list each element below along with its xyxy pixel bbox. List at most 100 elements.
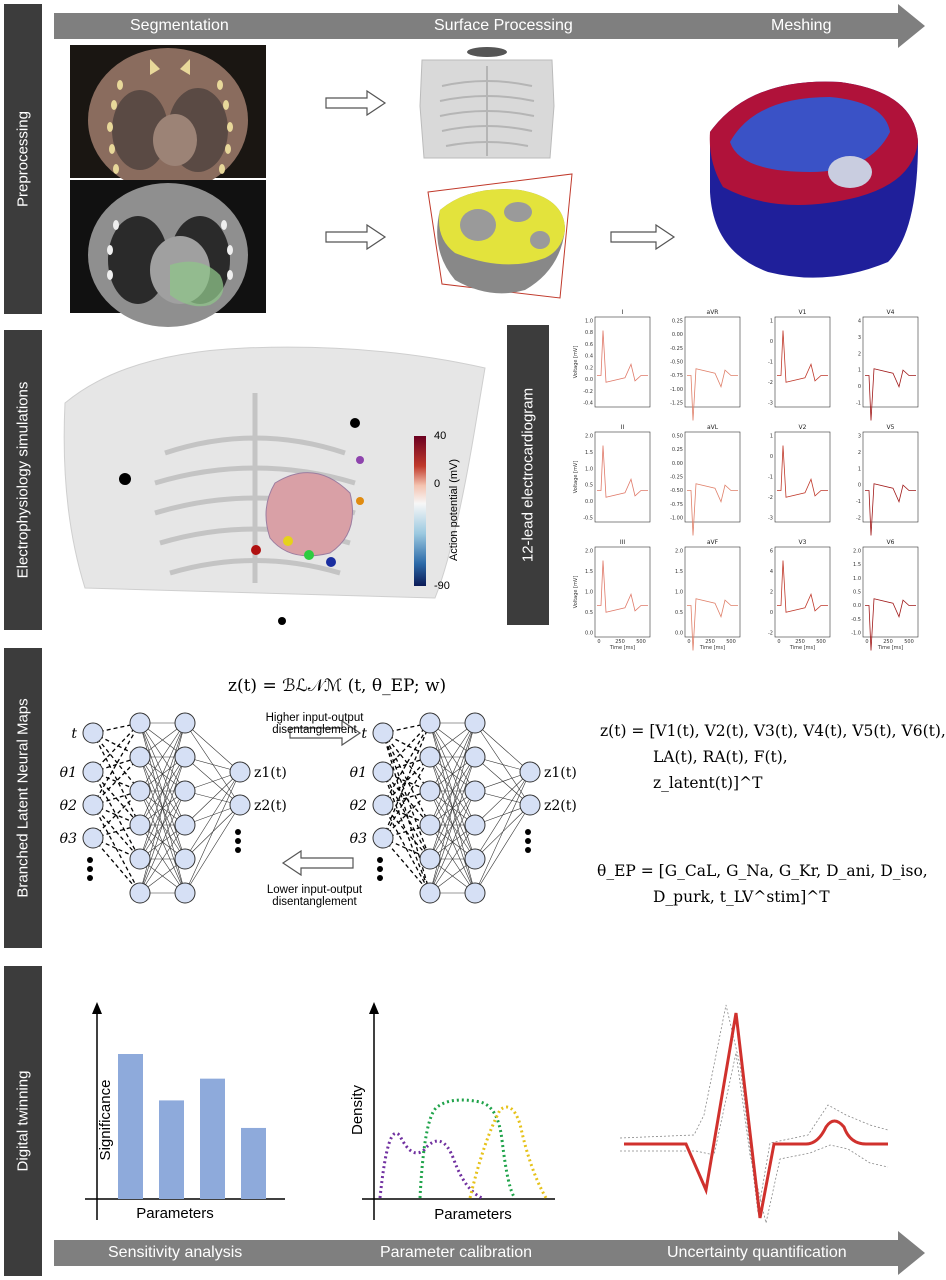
- ecg-ylabel: Voltage [mV]: [573, 576, 579, 609]
- ecg-plot-frame: [774, 316, 831, 408]
- ecg-ytick: -1.0: [851, 631, 861, 637]
- nn-hidden-node: [174, 848, 196, 870]
- nn-connection: [184, 771, 241, 860]
- ecg-ytick: -0.50: [670, 360, 683, 366]
- ecg-ytick: 1: [858, 368, 861, 374]
- upper-uncertainty-bound: [619, 1004, 889, 1214]
- nn-ellipsis-dot: [87, 866, 93, 872]
- nn-input-node: [372, 827, 394, 849]
- ecg-ytick: -0.5: [851, 617, 861, 623]
- nn-dashed-connection: [382, 756, 431, 839]
- ecg-plot-frame: [862, 316, 919, 408]
- nn-hidden-node: [129, 848, 151, 870]
- x-axis-label: Parameters: [434, 1206, 512, 1223]
- ecg-ytick: 0: [770, 454, 773, 460]
- ecg-waveform: [777, 445, 828, 498]
- z-definition-line2: LA(t), RA(t), F(t),: [653, 748, 788, 766]
- ecg-waveform: [687, 368, 738, 421]
- ecg-ytick: 1.0: [585, 466, 593, 472]
- ecg-lead-title: V2: [799, 424, 807, 431]
- significance-bar: [159, 1100, 184, 1199]
- nn-ellipsis-dot: [525, 829, 531, 835]
- nn-ellipsis-dot: [377, 875, 383, 881]
- ecg-ytick: -0.5: [583, 516, 593, 522]
- ecg-ytick: 0.0: [585, 377, 593, 383]
- nn-hidden-node: [419, 712, 441, 734]
- ecg-plot-frame: [684, 546, 741, 638]
- ecg-xtick: 250: [883, 639, 893, 645]
- nn-dashed-connection: [92, 722, 141, 806]
- ecg-ytick: -2: [768, 380, 773, 386]
- nn-hidden-node: [419, 780, 441, 802]
- colorbar-title: Action potential (mV): [448, 458, 460, 562]
- section-preprocessing: Preprocessing: [4, 4, 42, 314]
- nn-connection: [184, 771, 241, 894]
- ecg-label-box: 12-lead electrocardiogram: [507, 325, 549, 625]
- top-process-arrow: [54, 4, 925, 48]
- step-parameter-calibration: Parameter calibration: [380, 1244, 533, 1261]
- ecg-plot-frame: [774, 546, 831, 638]
- ecg-ytick: 0.25: [672, 447, 683, 453]
- ecg-ytick: 0.50: [672, 434, 683, 440]
- ecg-label: 12-lead electrocardiogram: [519, 387, 537, 563]
- arrow-right-icon: [325, 223, 387, 251]
- ecg-ytick: 1.0: [585, 319, 593, 325]
- ecg-waveform: [597, 445, 648, 498]
- ecg-waveform: [597, 330, 648, 383]
- ecg-ytick: 0.25: [672, 319, 683, 325]
- density-curve-purple: [378, 1131, 483, 1200]
- ecg-ytick: 0.4: [585, 354, 593, 360]
- ecg-lead-title: V1: [799, 309, 807, 316]
- section-label: Preprocessing: [14, 111, 32, 207]
- ecg-xtick: 250: [615, 639, 625, 645]
- ecg-lead-title: V4: [887, 309, 895, 316]
- ecg-ytick: 0.0: [675, 631, 683, 637]
- ecg-ytick: -2: [768, 495, 773, 501]
- ecg-ytick: 0.5: [853, 590, 861, 596]
- ecg-ytick: 1.5: [585, 450, 593, 456]
- nn-dashed-connection: [382, 804, 431, 894]
- nn-ellipsis-dot: [525, 838, 531, 844]
- nn-dashed-connection: [382, 732, 431, 860]
- nn-hidden-node: [464, 746, 486, 768]
- nn-hidden-node: [419, 814, 441, 836]
- colorbar-tick: 0: [434, 478, 441, 490]
- nn-input-label: θ1: [60, 765, 77, 781]
- ct-scan-grey: [70, 180, 266, 327]
- arrow-right-icon: [289, 719, 362, 747]
- nn-input-node: [82, 794, 104, 816]
- nn-connection: [474, 804, 531, 894]
- ecg-plot-frame: [684, 316, 741, 408]
- ecg-ytick: 1.5: [675, 569, 683, 575]
- ecg-ytick: 1.0: [853, 576, 861, 582]
- ecg-ytick: 0.2: [585, 365, 593, 371]
- ecg-ytick: 0.8: [585, 330, 593, 336]
- ecg-ytick: 2.0: [853, 549, 861, 555]
- ecg-xlabel: Time [ms]: [699, 645, 725, 651]
- nn-hidden-node: [129, 712, 151, 734]
- ecg-xlabel: Time [ms]: [609, 645, 635, 651]
- ecg-xtick: 250: [795, 639, 805, 645]
- nn-hidden-node: [174, 712, 196, 734]
- ecg-lead-title: V5: [887, 424, 895, 431]
- ecg-ytick: 2.0: [675, 549, 683, 555]
- arrow-right-icon: [325, 89, 387, 117]
- ecg-ytick: 1.5: [853, 562, 861, 568]
- nn-hidden-node: [129, 882, 151, 904]
- section-label: Digital twinning: [14, 1070, 32, 1172]
- nn-connection: [429, 722, 476, 792]
- ecg-lead-title: V6: [887, 539, 895, 546]
- ecg-waveform: [597, 560, 648, 613]
- density-curve-yellow: [468, 1105, 548, 1199]
- ecg-ytick: -0.50: [670, 488, 683, 494]
- ecg-ytick: 6: [770, 549, 773, 555]
- ecg-xtick: 0: [597, 639, 600, 645]
- ecg-ytick: -0.4: [583, 401, 593, 407]
